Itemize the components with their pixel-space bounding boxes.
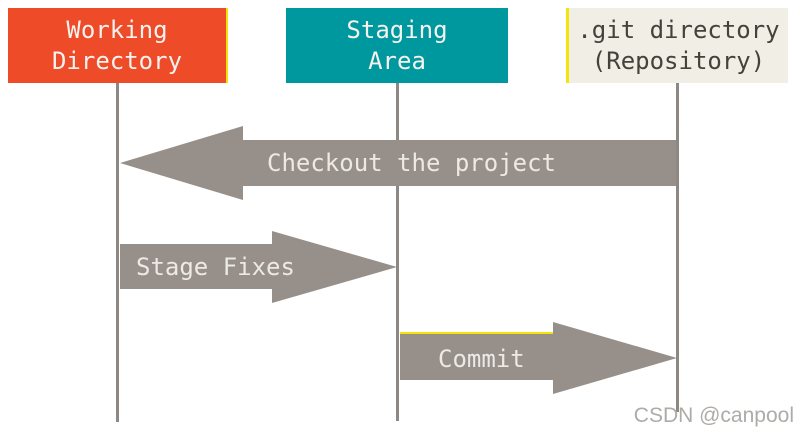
- checkout-arrow-left-head-icon: [120, 126, 243, 200]
- staging-area-box: Staging Area: [286, 8, 508, 83]
- working-directory-lifeline: [116, 83, 119, 422]
- staging-area-label-line2: Area: [368, 46, 426, 75]
- git-directory-label-line1: .git directory: [577, 15, 780, 44]
- git-directory-label-line2: (Repository): [591, 46, 766, 75]
- stage-fixes-arrow-right-head-icon: [272, 231, 397, 303]
- git-directory-box: .git directory (Repository): [566, 8, 788, 83]
- checkout-arrow-label: Checkout the project: [267, 149, 556, 177]
- stage-fixes-arrow-body: [120, 244, 272, 289]
- stage-fixes-arrow-label: Stage Fixes: [136, 253, 295, 281]
- working-directory-label-line1: Working: [66, 15, 168, 44]
- staging-area-lifeline: [396, 83, 399, 421]
- checkout-arrow-body: [243, 140, 676, 186]
- git-directory-lifeline: [676, 83, 679, 412]
- staging-area-label-line1: Staging: [346, 15, 448, 44]
- commit-arrow-body: [400, 332, 553, 380]
- working-directory-box: Working Directory: [8, 8, 228, 83]
- working-directory-label-line2: Directory: [51, 46, 183, 75]
- watermark: CSDN @canpool: [633, 404, 794, 427]
- commit-arrow-right-head-icon: [553, 322, 677, 394]
- commit-arrow-label: Commit: [438, 345, 525, 373]
